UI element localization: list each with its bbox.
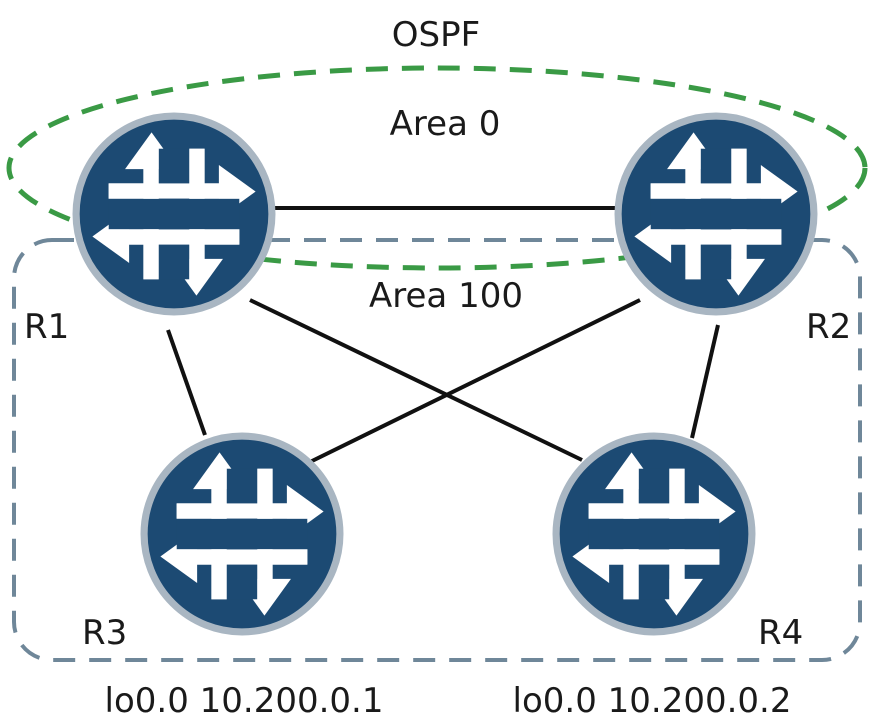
link-r1-r3 bbox=[166, 329, 207, 436]
diagram-title: OSPF bbox=[392, 15, 480, 55]
link-r2-r4 bbox=[690, 324, 720, 439]
loopback-label-r4: lo0.0 10.200.0.2 bbox=[513, 681, 792, 721]
router-icon bbox=[76, 116, 272, 312]
router-label-r4: R4 bbox=[758, 613, 803, 653]
link-r2-r3 bbox=[309, 298, 641, 464]
router-icon bbox=[556, 436, 752, 632]
router-label-r1: R1 bbox=[24, 307, 69, 347]
area0-boundary bbox=[6, 65, 868, 271]
area100-label: Area 100 bbox=[369, 276, 523, 316]
loopback-label-r3: lo0.0 10.200.0.1 bbox=[105, 681, 384, 721]
area0-label: Area 0 bbox=[390, 104, 501, 144]
router-icon bbox=[144, 436, 340, 632]
router-label-r3: R3 bbox=[82, 613, 127, 653]
router-icon bbox=[618, 116, 814, 312]
router-label-r2: R2 bbox=[806, 307, 851, 347]
links bbox=[166, 206, 720, 464]
area100-boundary bbox=[12, 238, 862, 662]
link-r1-r4 bbox=[249, 298, 583, 462]
